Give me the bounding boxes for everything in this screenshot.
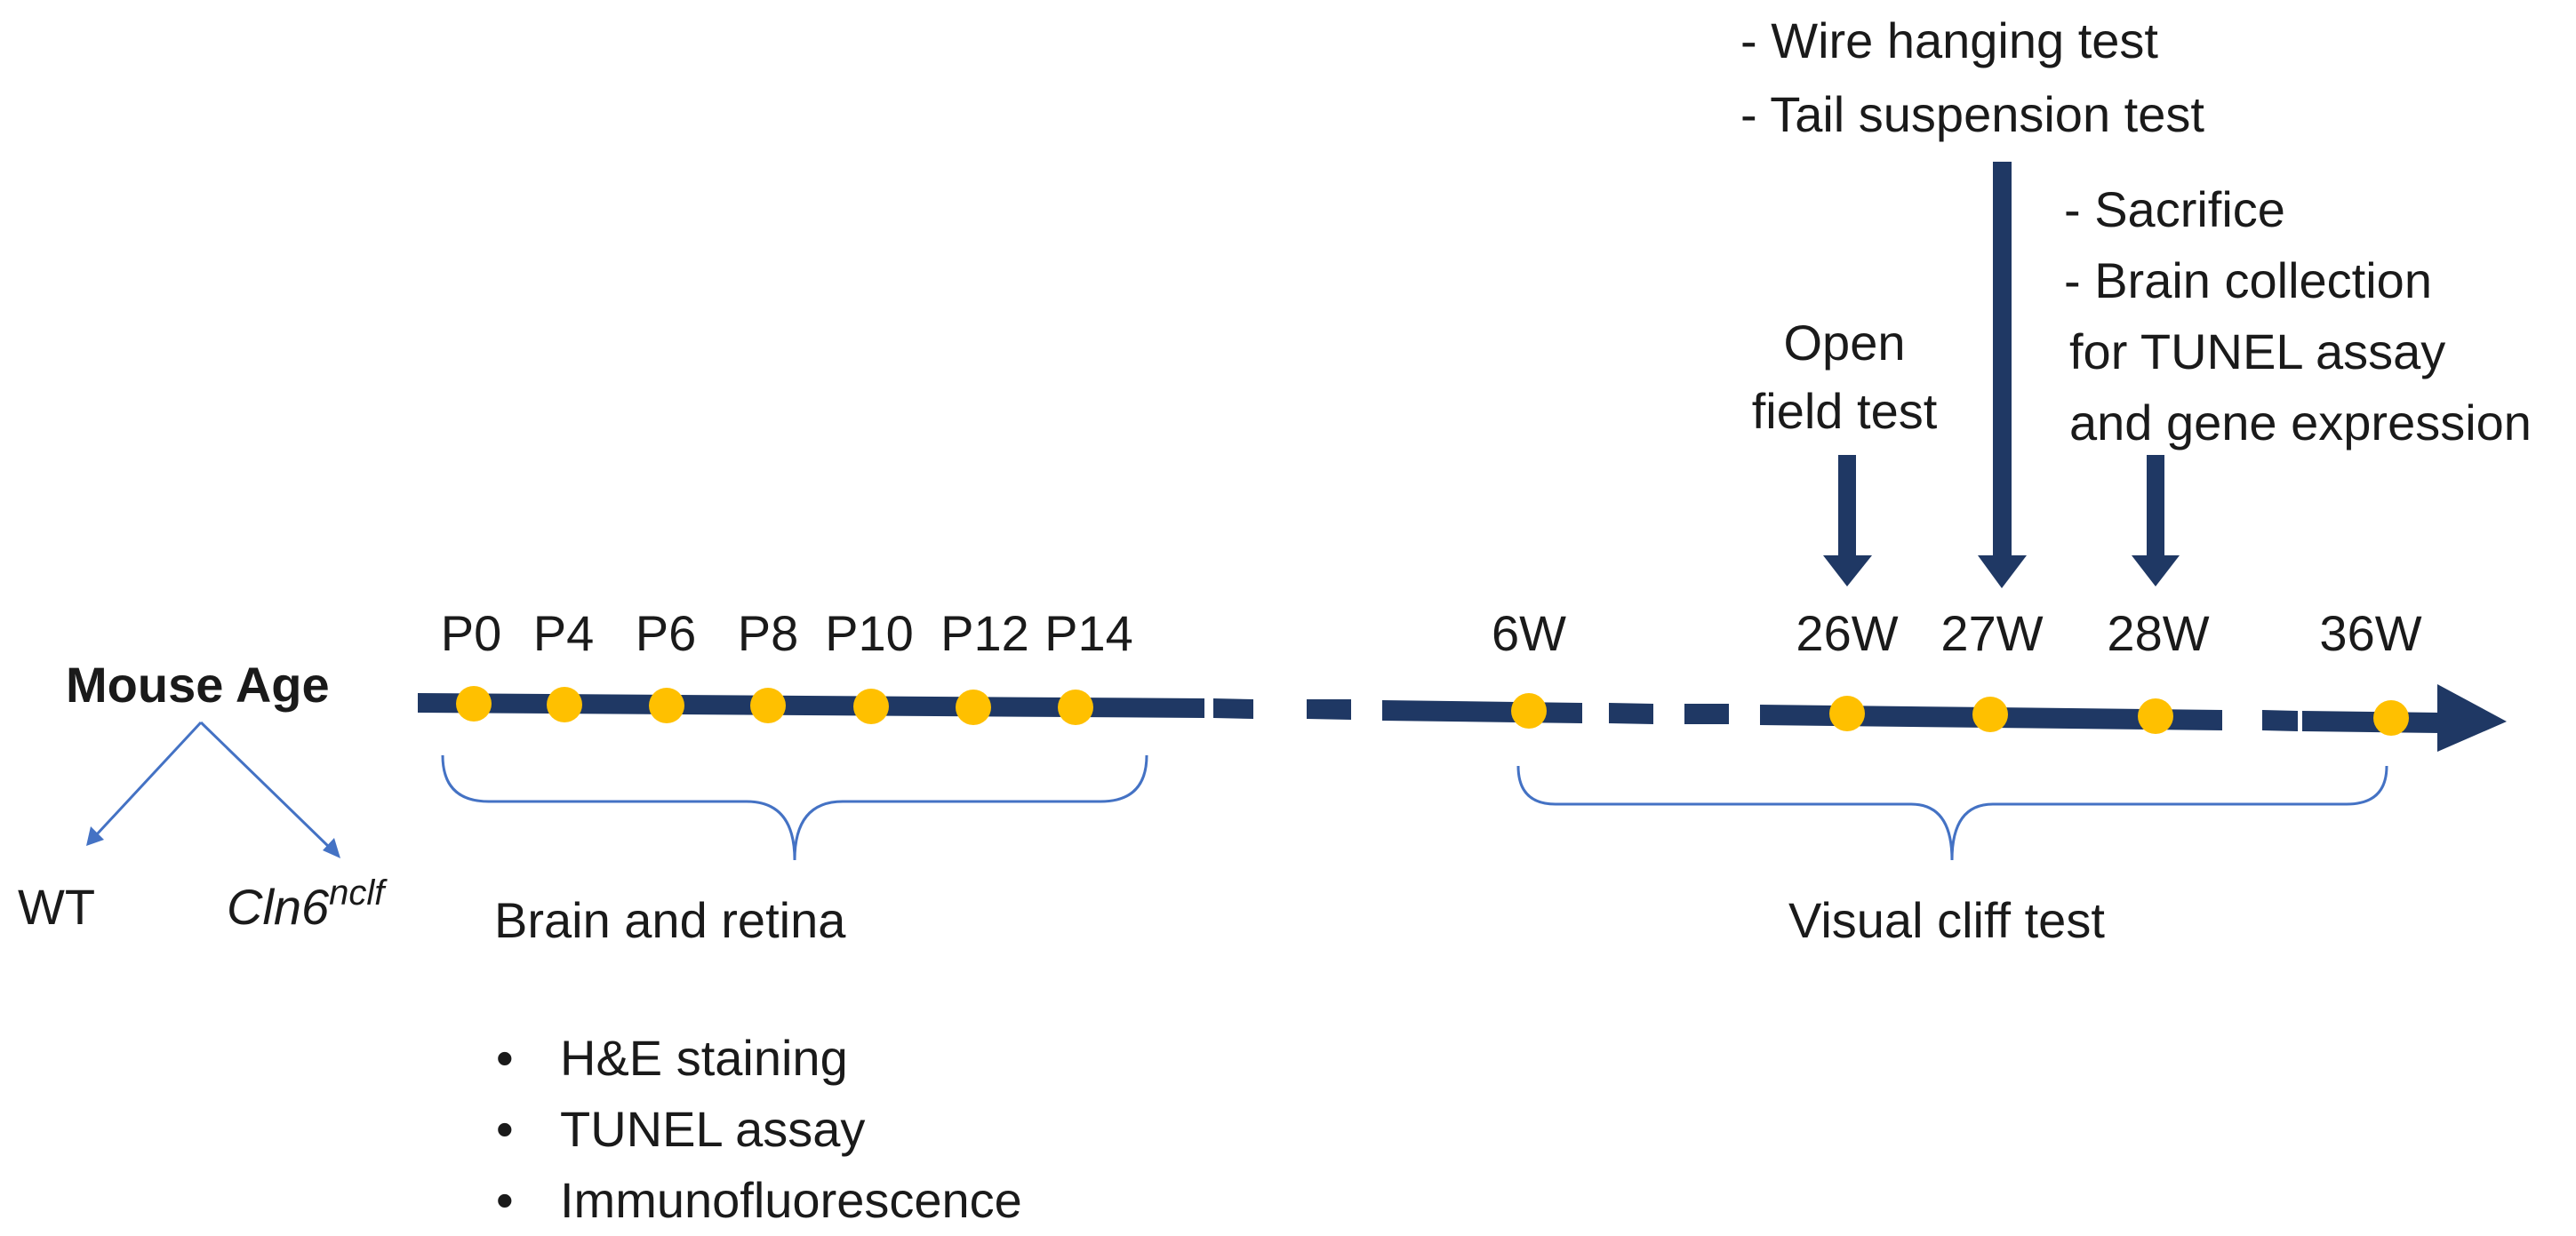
timeline-dash [2262,710,2298,731]
sacrifice-label-line2: - Brain collection [2064,252,2432,308]
timepoint-dot [649,688,684,723]
timepoint-dot [456,686,492,722]
timepoint-label: P14 [1044,605,1133,661]
bullet-item: Immunofluorescence [560,1172,1022,1228]
timepoint-dot [750,688,786,723]
timepoint-label: 27W [1940,605,2043,661]
timeline-arrowhead [2437,684,2507,752]
timepoint-label: 28W [2107,605,2209,661]
timeline-dash [1684,704,1729,724]
timepoint-label: P4 [533,605,595,661]
timeline-dash [1213,698,1253,719]
timepoint-dot [1511,693,1547,729]
timepoint-dot [853,689,889,724]
left-arrowhead [86,826,104,846]
cln6-superscript: nclf [329,873,388,913]
right-arrowhead [323,838,340,858]
timepoint-dot [547,687,582,722]
behavior-label-line2: - Tail suspension test [1740,86,2204,142]
bullet-marker: • [496,1172,514,1228]
timeline-dash [1307,699,1351,720]
timepoint-labels: P0 P4 P6 P8 P10 P12 P14 6W 26W 27W 28W 3… [441,605,2422,661]
timepoint-dot [1058,690,1093,725]
timepoint-label: P10 [825,605,914,661]
late-brace [1516,765,2388,861]
early-group-title: Brain and retina [494,892,846,948]
early-brace [441,754,1148,861]
timeline-bar [418,684,2507,752]
cln6-gene: Cln6 [227,879,330,935]
sacrifice-label-line1: - Sacrifice [2064,181,2285,237]
timeline-solid-6w [1382,700,1582,723]
timepoint-dot [2138,698,2173,734]
bullet-marker: • [496,1101,514,1157]
early-bullet-list: • H&E staining • TUNEL assay • Immunoflu… [496,1030,1022,1228]
event-arrows [1823,162,2180,588]
wt-label: WT [18,879,95,935]
timeline-solid-end [2302,711,2440,733]
timepoint-dot [1972,697,2008,732]
late-group-title: Visual cliff test [1788,892,2105,948]
timepoint-label: 26W [1796,605,1898,661]
open-field-label-line1: Open [1784,315,1906,371]
root-label: Mouse Age [66,657,330,713]
timeline-solid-early [418,693,1204,718]
behavior-arrow [1978,162,2027,588]
cln6-label: Cln6nclf [227,873,388,935]
tree-branches [86,721,340,858]
sacrifice-label-line3: for TUNEL assay [2069,323,2445,379]
behavior-label-line1: - Wire hanging test [1740,12,2158,68]
timepoint-label: P0 [441,605,502,661]
bullet-item: H&E staining [560,1030,848,1086]
bullet-item: TUNEL assay [560,1101,865,1157]
timepoint-label: P8 [738,605,799,661]
timepoint-label: P6 [636,605,697,661]
sacrifice-label-line4: and gene expression [2069,395,2532,451]
timepoint-dot [956,690,991,725]
timepoint-label: P12 [940,605,1029,661]
timepoint-dots [456,686,2409,736]
timepoint-dot [2373,700,2409,736]
timepoint-label: 36W [2319,605,2421,661]
timepoint-dot [1829,696,1865,731]
sacrifice-arrow [2132,455,2180,586]
open-field-label-line2: field test [1752,383,1938,439]
bullet-marker: • [496,1030,514,1086]
timepoint-label: 6W [1492,605,1566,661]
open-field-arrow [1823,455,1872,586]
timeline-dash [1609,703,1653,724]
